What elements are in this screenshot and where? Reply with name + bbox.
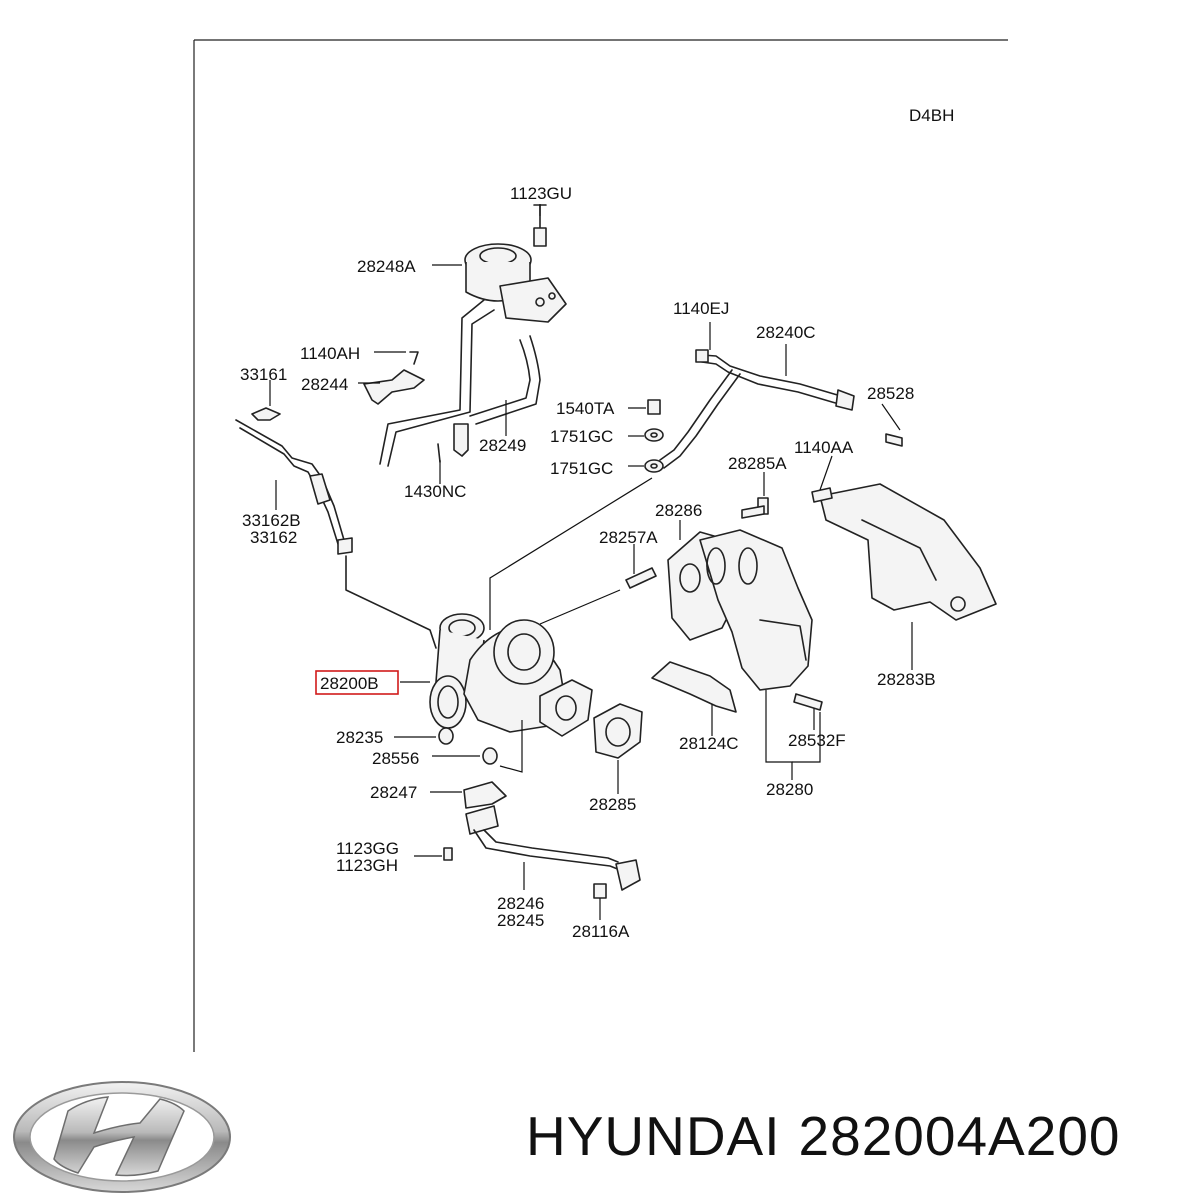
label-1751GC-a[interactable]: 1751GC [550, 427, 613, 446]
label-1430NC[interactable]: 1430NC [404, 482, 466, 501]
vacuum-hose-drawing [363, 299, 541, 467]
oil-feed-pipe-drawing [659, 349, 855, 469]
label-28248A[interactable]: 28248A [357, 257, 416, 276]
label-28245[interactable]: 28245 [497, 911, 544, 930]
stud-drawing [625, 567, 657, 589]
label-28240C[interactable]: 28240C [756, 323, 816, 342]
exhaust-manifold-drawing [667, 529, 813, 691]
washers-drawing [644, 399, 664, 473]
label-1123GG[interactable]: 1123GG [336, 839, 399, 858]
label-28285A[interactable]: 28285A [728, 454, 787, 473]
oil-return-pipe-drawing [463, 781, 641, 891]
label-1140EJ[interactable]: 1140EJ [673, 299, 729, 318]
label-1540TA[interactable]: 1540TA [556, 399, 615, 418]
label-28528[interactable]: 28528 [867, 384, 914, 403]
label-1140AA[interactable]: 1140AA [794, 438, 854, 457]
breather-hose-drawing [235, 407, 437, 649]
label-1123GU[interactable]: 1123GU [510, 184, 572, 203]
hyundai-logo-icon [13, 1081, 231, 1193]
label-1123GH[interactable]: 1123GH [336, 856, 398, 875]
turbo-gasket-drawing [593, 703, 643, 759]
label-28246[interactable]: 28246 [497, 894, 544, 913]
heat-shield-drawing [819, 483, 997, 621]
label-1751GC-b[interactable]: 1751GC [550, 459, 613, 478]
label-1140AH[interactable]: 1140AH [300, 344, 360, 363]
label-28280[interactable]: 28280 [766, 780, 813, 799]
label-28286[interactable]: 28286 [655, 501, 702, 520]
vacuum-actuator-drawing [464, 204, 567, 323]
diagram-frame [193, 39, 1008, 1052]
label-28257A[interactable]: 28257A [599, 528, 658, 547]
bolts-drawing [438, 433, 903, 899]
turbocharger-drawing [429, 613, 593, 737]
label-28247[interactable]: 28247 [370, 783, 417, 802]
part-number: 282004A200 [798, 1105, 1121, 1167]
label-28556[interactable]: 28556 [372, 749, 419, 768]
label-28249[interactable]: 28249 [479, 436, 526, 455]
manifold-stud-drawing [793, 693, 823, 711]
label-33162[interactable]: 33162 [250, 528, 297, 547]
heat-protector-drawing [651, 661, 737, 713]
highlight-box [315, 670, 399, 695]
label-33162B[interactable]: 33162B [242, 511, 301, 530]
label-28244[interactable]: 28244 [301, 375, 348, 394]
label-28285[interactable]: 28285 [589, 795, 636, 814]
leader-lines [269, 204, 913, 920]
label-28235[interactable]: 28235 [336, 728, 383, 747]
engine-code: D4BH [909, 106, 954, 125]
label-28283B[interactable]: 28283B [877, 670, 936, 689]
label-28200B[interactable]: 28200B [320, 674, 379, 693]
label-33161[interactable]: 33161 [240, 365, 287, 384]
footer-part-title: HYUNDAI 282004A200 [526, 1104, 1196, 1184]
label-28532F[interactable]: 28532F [788, 731, 846, 750]
brand-name: HYUNDAI [526, 1105, 781, 1167]
label-28124C[interactable]: 28124C [679, 734, 739, 753]
label-28116A[interactable]: 28116A [572, 922, 630, 941]
